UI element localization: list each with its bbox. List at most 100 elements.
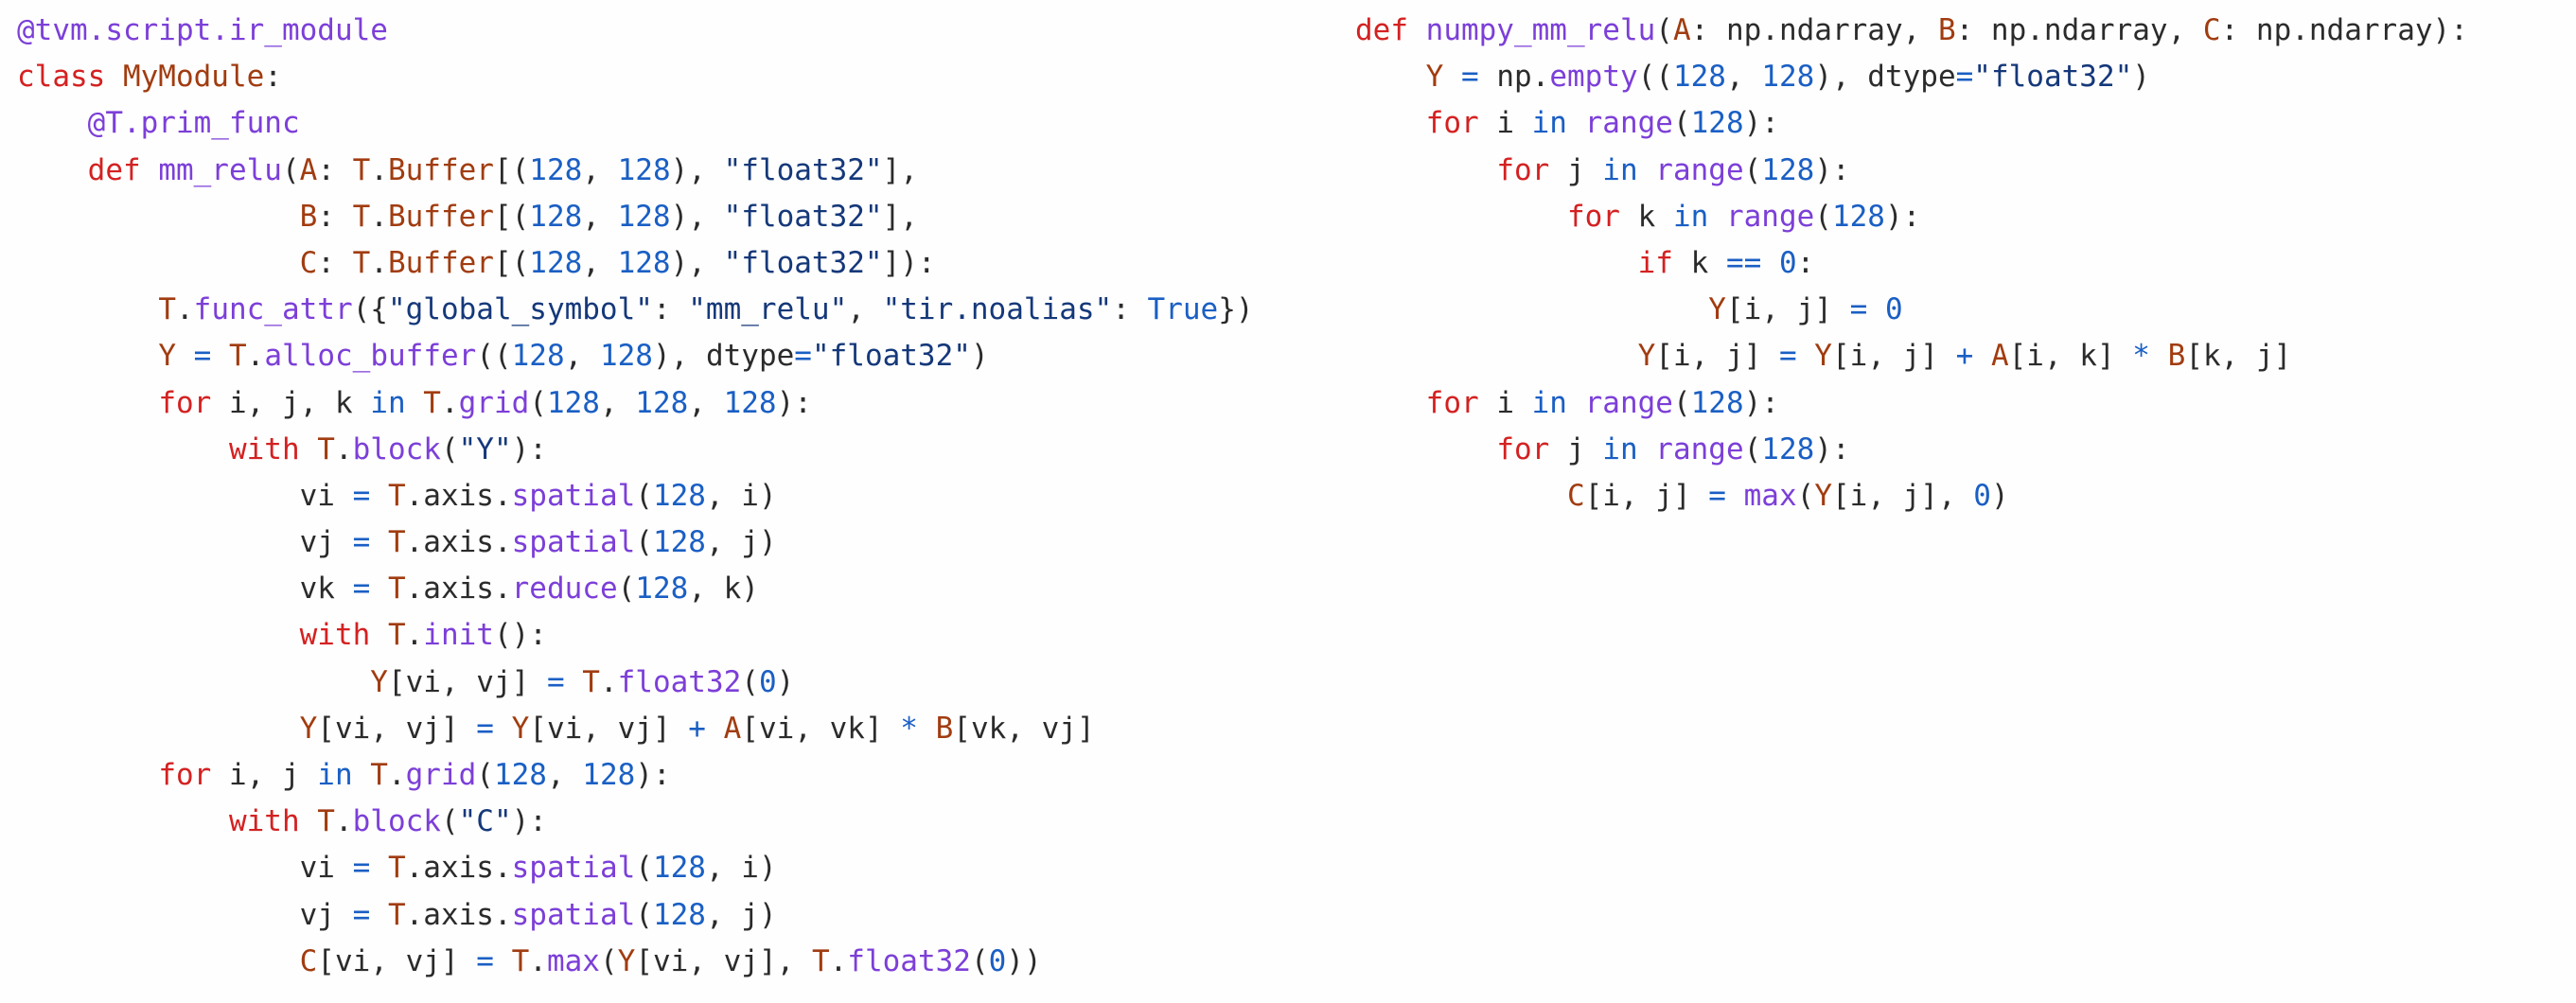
code-token: 128 bbox=[652, 478, 706, 513]
code-token: : np.ndarray, bbox=[1955, 13, 2203, 47]
code-token: = bbox=[352, 897, 371, 932]
code-token: T bbox=[511, 943, 530, 978]
code-token: Buffer bbox=[387, 245, 494, 280]
code-token: 128 bbox=[635, 572, 689, 607]
code-token bbox=[17, 386, 158, 420]
code-token: for bbox=[1425, 385, 1497, 420]
code-token: .axis. bbox=[405, 572, 512, 607]
code-token: ): bbox=[635, 758, 671, 792]
code-token: = bbox=[352, 478, 371, 513]
code-token: (( bbox=[1637, 60, 1673, 95]
code-token: max bbox=[546, 943, 600, 978]
code-line: Y = T.alloc_buffer((128, 128), dtype="fl… bbox=[17, 333, 1254, 379]
code-token bbox=[211, 339, 229, 373]
code-token: 128 bbox=[1831, 199, 1885, 234]
code-token: A bbox=[1990, 339, 2009, 374]
code-line: C[i, j] = max(Y[i, j], 0) bbox=[1355, 473, 2468, 519]
code-token: : bbox=[317, 199, 353, 234]
code-token bbox=[370, 851, 388, 885]
code-token: "float32" bbox=[723, 152, 883, 187]
code-token: (( bbox=[476, 339, 512, 374]
code-token bbox=[17, 572, 300, 606]
code-token: vi bbox=[299, 851, 353, 886]
code-token: ( bbox=[1655, 13, 1673, 47]
code-line: vk = T.axis.reduce(128, k) bbox=[17, 566, 1254, 612]
code-token: ), bbox=[670, 152, 724, 187]
code-line: if k == 0: bbox=[1355, 240, 2468, 287]
code-token: "float32" bbox=[723, 199, 883, 234]
code-token: alloc_buffer bbox=[264, 339, 477, 374]
code-token: ( bbox=[1743, 152, 1762, 187]
code-token: ), dtype bbox=[1814, 60, 1956, 95]
code-token: for bbox=[1496, 431, 1567, 466]
code-token: B bbox=[1937, 13, 1956, 47]
code-token: 128 bbox=[1761, 431, 1815, 466]
numpy-code-listing: def numpy_mm_relu(A: np.ndarray, B: np.n… bbox=[1355, 8, 2468, 519]
code-token: ({ bbox=[352, 292, 388, 327]
code-token: ): bbox=[1814, 152, 1850, 187]
code-token: vj bbox=[299, 897, 353, 932]
code-token: ): bbox=[1743, 106, 1779, 141]
code-line: vi = T.axis.spatial(128, i) bbox=[17, 473, 1254, 519]
code-token: Y bbox=[1637, 339, 1656, 374]
code-token: ( bbox=[635, 525, 653, 560]
code-token: : bbox=[317, 152, 353, 187]
code-token: T bbox=[387, 618, 406, 653]
code-token: empty bbox=[1549, 60, 1638, 95]
code-token: 128 bbox=[1761, 152, 1815, 187]
code-token: "float32" bbox=[723, 245, 883, 280]
code-token: T bbox=[811, 943, 830, 978]
code-token: T bbox=[352, 245, 371, 280]
code-line: for i, j, k in T.grid(128, 128, 128): bbox=[17, 380, 1254, 427]
code-token bbox=[370, 479, 388, 513]
code-token: "mm_relu" bbox=[688, 292, 848, 327]
code-token: ): bbox=[1743, 385, 1779, 420]
code-line: T.func_attr({"global_symbol": "mm_relu",… bbox=[17, 287, 1253, 333]
code-line: vj = T.axis.spatial(128, j) bbox=[17, 892, 1254, 939]
code-token: [i, k] bbox=[2008, 339, 2133, 374]
code-token bbox=[1567, 106, 1585, 140]
code-line: Y[vi, vj] = T.float32(0) bbox=[17, 660, 1254, 706]
code-token: spatial bbox=[511, 851, 636, 886]
code-token: ): bbox=[776, 385, 812, 420]
code-token bbox=[1708, 200, 1726, 234]
code-token: k bbox=[1637, 199, 1673, 234]
code-token: Y bbox=[1425, 60, 1444, 95]
code-token: : np.ndarray, bbox=[1690, 13, 1938, 47]
code-token: C bbox=[299, 943, 318, 978]
code-token: "tir.noalias" bbox=[882, 292, 1113, 327]
code-token bbox=[1355, 200, 1567, 234]
code-token: C bbox=[299, 245, 318, 280]
code-token: @T.prim_func bbox=[87, 106, 300, 141]
code-token: in bbox=[1602, 431, 1638, 466]
code-line: for j in range(128): bbox=[1355, 427, 2468, 473]
code-token: [( bbox=[493, 152, 530, 187]
code-token: range bbox=[1725, 199, 1815, 234]
code-token: init bbox=[423, 618, 494, 653]
code-token: . bbox=[529, 943, 547, 978]
code-token: A bbox=[299, 152, 318, 187]
code-token: for bbox=[158, 385, 229, 420]
code-token: A bbox=[1672, 13, 1691, 47]
code-token: 128 bbox=[652, 525, 706, 560]
code-token bbox=[370, 525, 388, 559]
code-token: grid bbox=[458, 385, 530, 420]
code-token bbox=[1567, 386, 1585, 420]
code-token bbox=[1797, 339, 1815, 373]
code-token: i, j bbox=[228, 758, 318, 792]
code-token: in bbox=[317, 758, 353, 792]
code-token: [i, j] bbox=[1584, 478, 1709, 513]
code-token: = bbox=[1778, 339, 1797, 374]
code-token: Y bbox=[158, 339, 176, 374]
code-token: ]): bbox=[882, 245, 936, 280]
code-token: np. bbox=[1478, 60, 1550, 95]
code-token: * bbox=[900, 711, 918, 746]
code-token: [k, j] bbox=[2185, 339, 2292, 374]
code-token: 0 bbox=[1973, 478, 1991, 513]
code-token: T bbox=[582, 664, 600, 699]
code-token: Y bbox=[370, 664, 388, 699]
code-token: Y bbox=[1814, 478, 1832, 513]
code-token: 128 bbox=[599, 339, 653, 374]
code-token: T bbox=[229, 339, 247, 374]
code-token bbox=[17, 618, 300, 652]
